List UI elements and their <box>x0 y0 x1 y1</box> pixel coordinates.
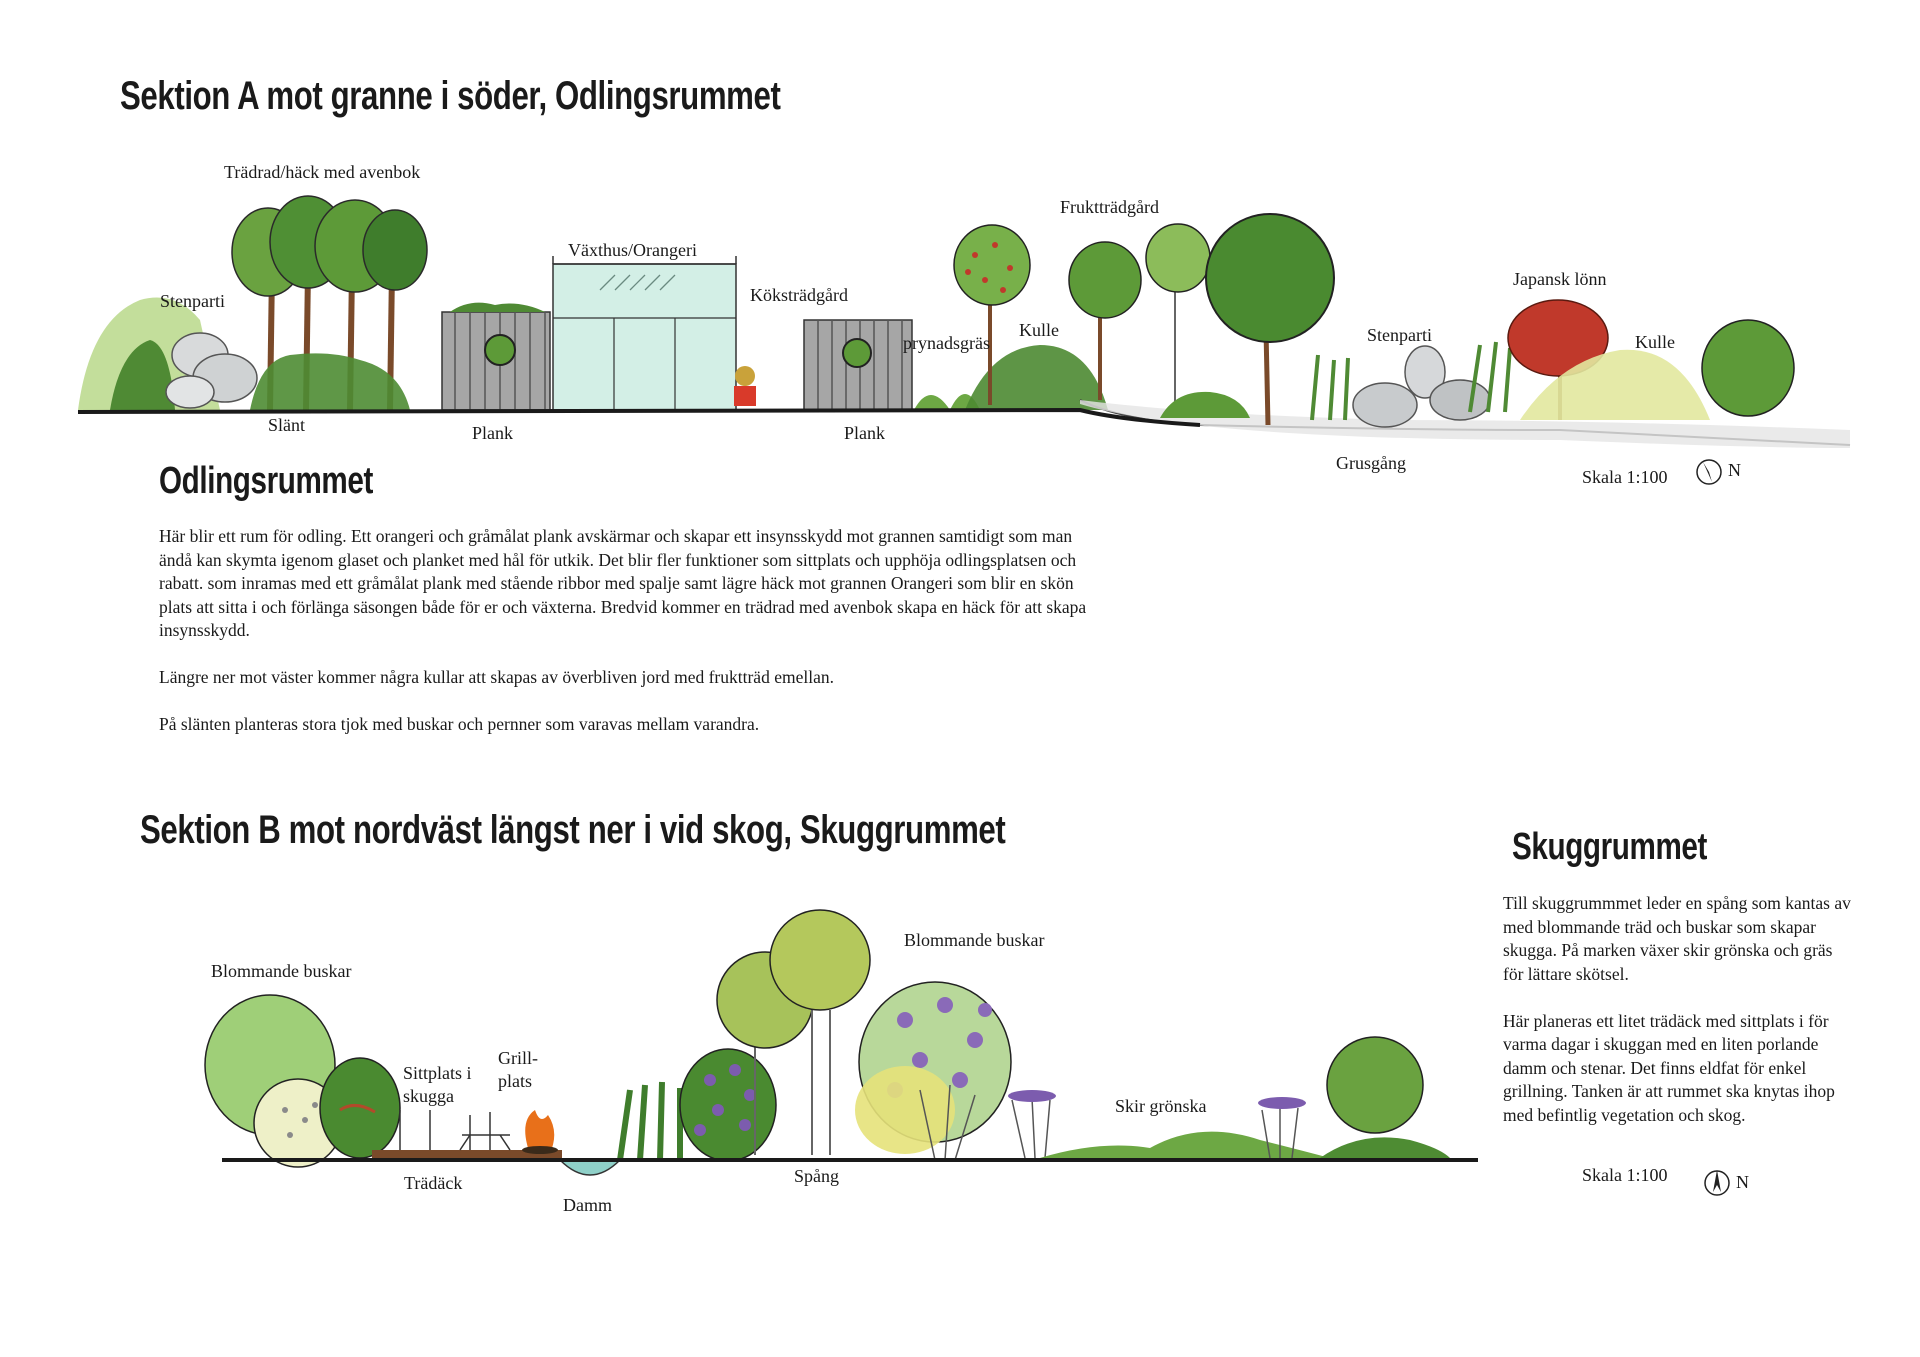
label-stenparti-2: Stenparti <box>1367 325 1432 345</box>
label-slant: Slänt <box>268 415 306 435</box>
label-vaxthus: Växthus/Orangeri <box>568 240 697 260</box>
section-b-illustration <box>204 909 1478 1176</box>
label-grillplats: Grill- plats <box>498 1048 538 1091</box>
scale-a: Skala 1:100 <box>1582 467 1668 487</box>
label-plank-2: Plank <box>844 423 886 443</box>
odlingsrummet-title: Odlingsrummet <box>159 460 373 502</box>
avenbok-trees <box>231 195 428 411</box>
label-blommande-1: Blommande buskar <box>211 961 352 981</box>
label-kokstradgard: Köksträdgård <box>750 285 848 305</box>
plank-2-drawing <box>803 319 913 411</box>
odlingsrummet-text: Här blir ett rum för odling. Ett oranger… <box>159 525 1109 737</box>
skuggrummet-paragraph-2: Här planeras ett litet trädäck med sittp… <box>1503 1010 1835 1125</box>
section-a-title: Sektion A mot granne i söder, Odlingsrum… <box>120 74 781 118</box>
label-stenparti-1: Stenparti <box>160 291 225 311</box>
label-prydnadsgras: prynadsgräs <box>903 333 990 353</box>
north-arrow-a <box>1696 459 1722 485</box>
label-tradrad: Trädrad/häck med avenbok <box>224 162 421 182</box>
skuggrummet-title: Skuggrummet <box>1512 826 1707 868</box>
label-kulle-2: Kulle <box>1635 332 1675 352</box>
label-frukttradgard: Fruktträdgård <box>1060 197 1159 217</box>
label-spang: Spång <box>794 1166 839 1186</box>
label-kulle-1: Kulle <box>1019 320 1059 340</box>
label-tradack: Trädäck <box>404 1173 463 1193</box>
odlingsrummet-paragraph-2: Längre ner mot väster kommer några kulla… <box>159 667 834 687</box>
label-japansk-lonn: Japansk lönn <box>1513 269 1607 289</box>
north-label-a: N <box>1728 460 1741 480</box>
label-grusgang: Grusgång <box>1336 453 1406 473</box>
skuggrummet-paragraph-1: Till skuggrummmet leder en spång som kan… <box>1503 893 1851 984</box>
plank-1-drawing <box>441 302 551 411</box>
section-a-illustration <box>77 195 1851 448</box>
odlingsrummet-paragraph-1: Här blir ett rum för odling. Ett oranger… <box>159 526 1087 640</box>
label-damm: Damm <box>563 1195 612 1215</box>
skuggrummet-text: Till skuggrummmet leder en spång som kan… <box>1503 892 1853 1127</box>
vaxthus-drawing <box>552 256 737 411</box>
label-skir: Skir grönska <box>1115 1096 1207 1116</box>
odlingsrummet-paragraph-3: På slänten planteras stora tjok med busk… <box>159 714 760 734</box>
label-blommande-2: Blommande buskar <box>904 930 1045 950</box>
label-sittplats: Sittplats i skugga <box>403 1063 472 1106</box>
scale-b: Skala 1:100 <box>1582 1165 1668 1185</box>
label-plank-1: Plank <box>472 423 514 443</box>
north-label-b: N <box>1736 1172 1749 1192</box>
section-b-title: Sektion B mot nordväst längst ner i vid … <box>140 808 1006 852</box>
north-arrow-b <box>1704 1170 1730 1196</box>
